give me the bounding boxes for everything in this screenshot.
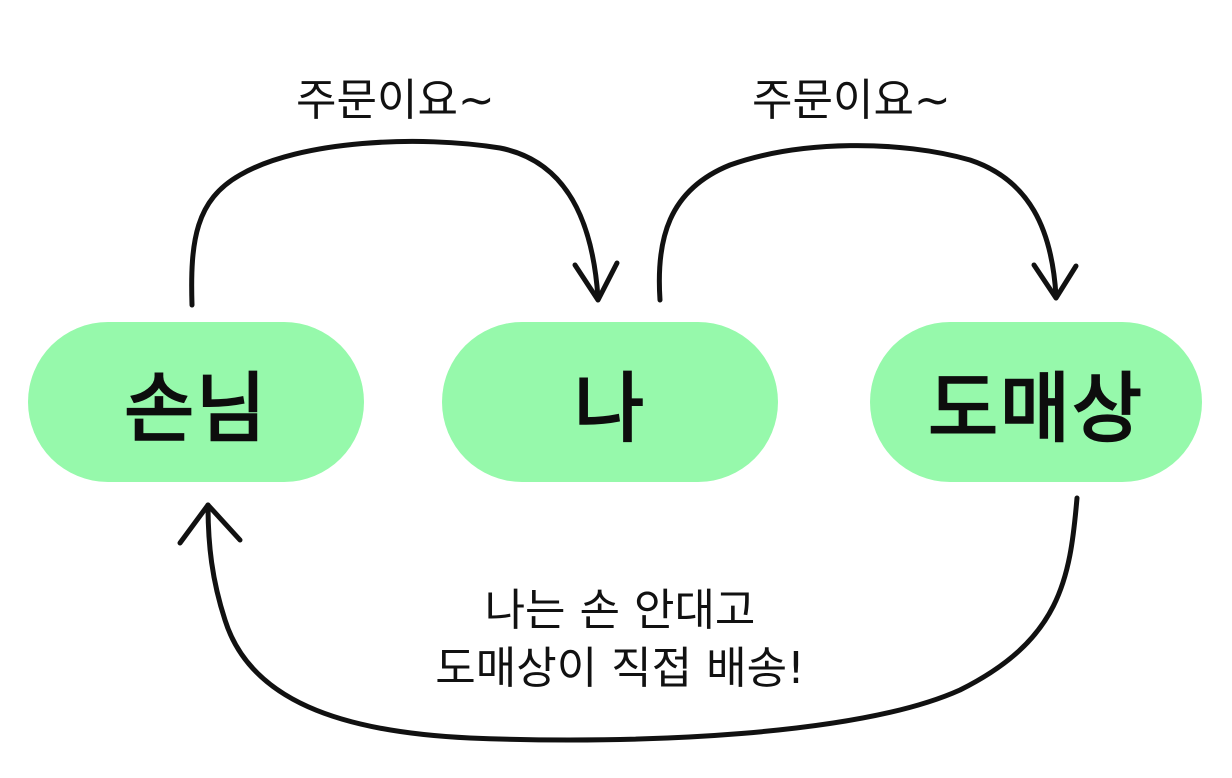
delivery-label-line-1: 나는 손 안대고: [484, 585, 756, 636]
arrow-me-to-wholesaler: [656, 143, 1059, 303]
arrow-customer-to-me: [189, 138, 601, 308]
wholesaler-node: 도매상: [870, 322, 1202, 482]
customer-node-label: 손님: [124, 364, 268, 453]
order-label-customer-to-me: 주문이요~: [296, 75, 495, 126]
delivery-label-line-2: 도매상이 직접 배송!: [435, 643, 805, 694]
order-label-me-to-wholesaler: 주문이요~: [752, 75, 951, 126]
arrow-wholesaler-to-customer: [205, 495, 1080, 743]
arrowhead-customer: [177, 502, 243, 546]
delivery-label: 나는 손 안대고 도매상이 직접 배송!: [360, 582, 880, 698]
customer-node: 손님: [28, 322, 364, 482]
wholesaler-node-label: 도매상: [928, 364, 1144, 453]
arrowhead-wholesaler: [1031, 262, 1079, 301]
arrowhead-me: [572, 260, 620, 303]
me-node-label: 나: [574, 364, 646, 453]
me-node: 나: [442, 322, 778, 482]
